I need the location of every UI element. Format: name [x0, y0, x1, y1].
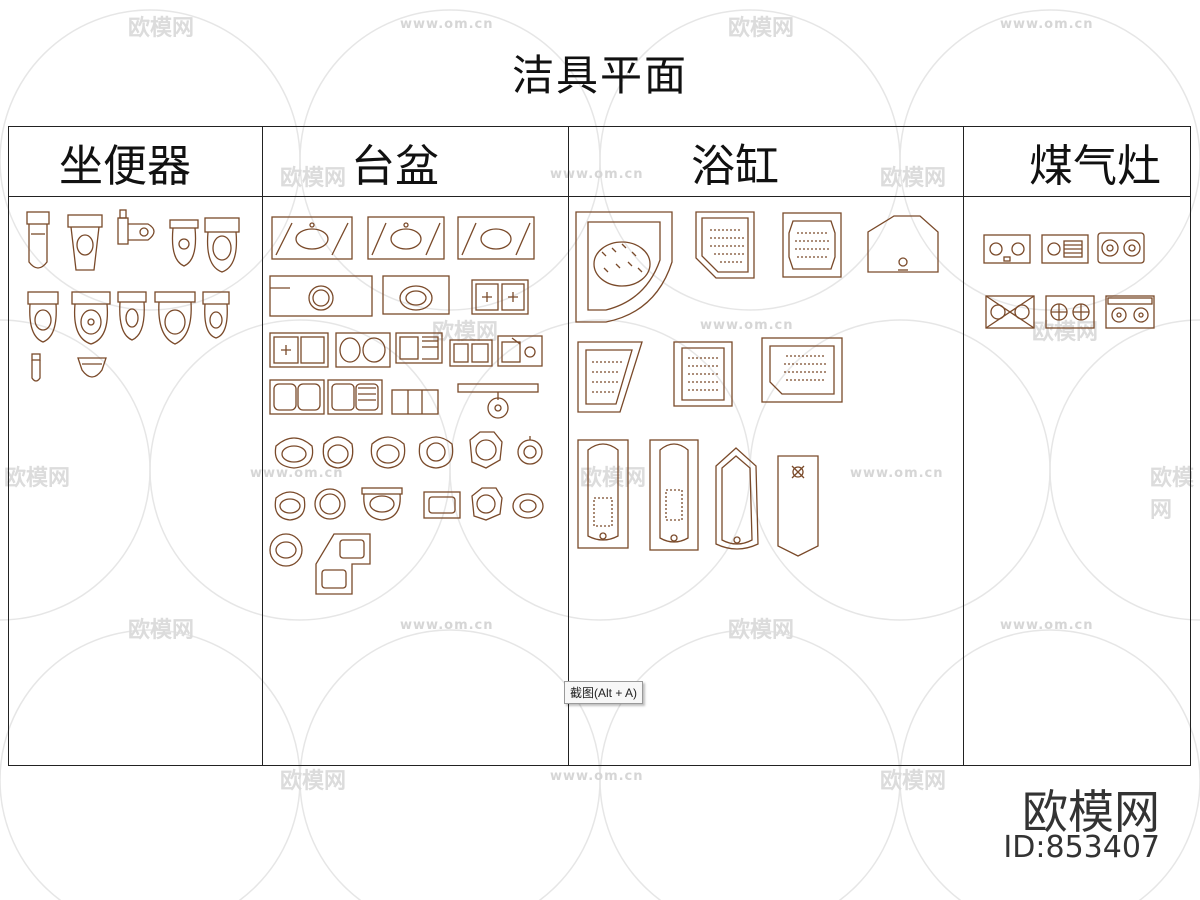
screenshot-tooltip: 截图(Alt + A)	[564, 681, 644, 704]
gas-stove-symbol	[1105, 295, 1155, 329]
bathtub-symbol	[715, 447, 759, 550]
gas-stove-symbol	[983, 234, 1031, 264]
wall-basin-symbol	[457, 383, 539, 419]
watermark-url: www.om.cn	[700, 318, 794, 333]
round-basin-symbol	[517, 436, 543, 465]
column-divider	[568, 126, 569, 766]
double-sink-symbol	[269, 332, 329, 368]
watermark-logo: 欧模网	[880, 769, 947, 794]
watermark-url: www.om.cn	[550, 167, 644, 182]
toilet-symbol	[67, 214, 103, 271]
brand-id: ID:853407	[1003, 830, 1160, 865]
bathtub-symbol	[649, 439, 699, 551]
toilet-symbol	[169, 219, 199, 267]
double-sink-symbol	[471, 279, 529, 315]
watermark-logo: 欧模网	[1032, 320, 1099, 345]
watermark-logo: 欧模网	[4, 466, 71, 491]
column-header-bathtub: 浴缸	[691, 141, 779, 192]
gas-stove-symbol	[1045, 295, 1095, 329]
corner-bathtub-symbol	[577, 341, 643, 413]
toilet-symbol	[204, 217, 240, 273]
kitchen-sink-symbol	[395, 332, 443, 364]
corner-bathtub-symbol	[575, 211, 673, 323]
bathtub-symbol	[577, 439, 629, 549]
vanity-basin-symbol	[271, 216, 353, 260]
column-divider	[262, 126, 263, 766]
toilet-symbol	[117, 209, 155, 245]
corner-bathtub-symbol	[695, 211, 755, 279]
square-basin-symbol	[423, 491, 461, 519]
column-header-gas-stove: 煤气灶	[1029, 141, 1161, 192]
round-basin-symbol	[418, 436, 454, 469]
kitchen-sink-symbol	[497, 335, 543, 367]
kitchen-sink-symbol	[449, 339, 493, 367]
gas-stove-symbol	[985, 295, 1035, 329]
round-basin-symbol	[512, 493, 544, 519]
watermark-url: www.om.cn	[1000, 618, 1094, 633]
toilet-symbol	[154, 291, 196, 345]
watermark-logo: 欧模网	[128, 618, 195, 643]
vanity-basin-symbol	[457, 216, 535, 260]
round-basin-symbol	[322, 436, 354, 469]
header-divider	[8, 196, 1191, 197]
brand-logo: 欧模网	[1022, 785, 1160, 839]
watermark-url: www.om.cn	[250, 466, 344, 481]
bathtub-symbol	[777, 455, 819, 557]
urinal-symbol	[31, 353, 41, 382]
urinal-symbol	[77, 357, 107, 378]
watermark-logo: 欧模网	[728, 16, 795, 41]
kitchen-sink-symbol	[391, 389, 439, 415]
bathtub-symbol	[673, 341, 733, 407]
corner-bathtub-symbol	[867, 215, 939, 273]
watermark-url: www.om.cn	[850, 466, 944, 481]
table-frame	[8, 126, 1191, 766]
toilet-symbol	[27, 291, 59, 343]
watermark-logo: 欧模网	[128, 16, 195, 41]
watermark-logo: 欧模网	[728, 618, 795, 643]
watermark-logo: 欧模网	[1150, 466, 1195, 523]
gas-stove-symbol	[1041, 234, 1089, 264]
round-basin-symbol	[361, 487, 403, 521]
vanity-basin-symbol	[382, 275, 450, 315]
double-sink-symbol	[269, 379, 325, 415]
watermark-url: www.om.cn	[400, 17, 494, 32]
vanity-basin-symbol	[269, 275, 373, 317]
toilet-symbol	[71, 291, 111, 345]
round-basin-symbol	[269, 533, 303, 567]
column-header-toilet: 坐便器	[59, 141, 191, 192]
bathtub-symbol	[761, 337, 843, 403]
watermark-logo: 欧模网	[432, 320, 499, 345]
vanity-basin-symbol	[367, 216, 445, 260]
watermark-url: www.om.cn	[550, 769, 644, 784]
kitchen-sink-symbol	[327, 379, 383, 415]
double-sink-symbol	[335, 332, 391, 368]
toilet-symbol	[26, 211, 50, 269]
page-title: 洁具平面	[511, 51, 688, 100]
bathtub-symbol	[782, 212, 842, 278]
watermark-logo: 欧模网	[280, 769, 347, 794]
watermark-url: www.om.cn	[400, 618, 494, 633]
gas-stove-symbol	[1097, 232, 1145, 264]
watermark-logo: 欧模网	[280, 166, 347, 191]
column-divider	[963, 126, 964, 766]
watermark-logo: 欧模网	[880, 166, 947, 191]
round-basin-symbol	[469, 431, 503, 469]
watermark-url: www.om.cn	[1000, 17, 1094, 32]
toilet-symbol	[202, 291, 230, 339]
round-basin-symbol	[471, 487, 503, 521]
watermark-logo: 欧模网	[580, 466, 647, 491]
round-basin-symbol	[370, 436, 406, 469]
round-basin-symbol	[274, 437, 314, 469]
round-basin-symbol	[274, 491, 306, 521]
toilet-symbol	[117, 291, 147, 341]
corner-sink-symbol	[315, 533, 371, 595]
round-basin-symbol	[314, 488, 346, 520]
column-header-basin: 台盆	[351, 141, 439, 192]
